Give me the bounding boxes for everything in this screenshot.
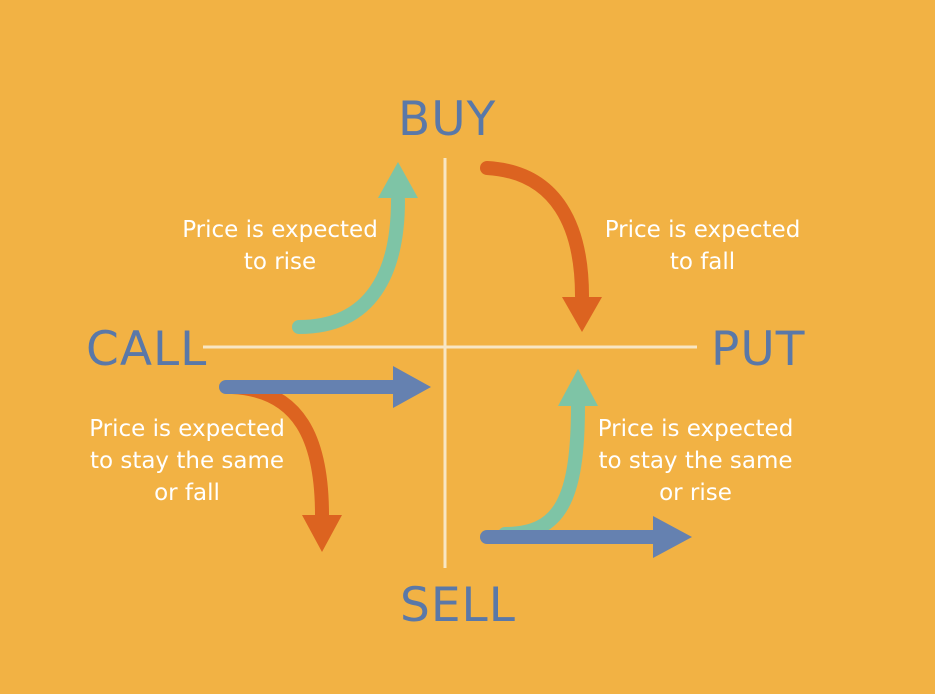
buy-put-fall-arrow-icon: [480, 161, 602, 332]
description-line: or rise: [659, 480, 732, 506]
sell-put-flat-arrow-icon: [480, 516, 692, 558]
axis-label-call: CALL: [86, 322, 208, 377]
axis-label-buy: BUY: [398, 92, 497, 147]
buy-call-description: Price is expected to rise: [180, 214, 380, 278]
sell-put-description: Price is expected to stay the same or ri…: [593, 413, 798, 509]
sell-put-rise-arrow-icon: [498, 369, 598, 541]
axis-label-sell: SELL: [400, 578, 516, 633]
sell-call-flat-arrow-icon: [219, 366, 431, 408]
description-line: Price is expected: [597, 416, 794, 442]
description-line: or fall: [154, 480, 220, 506]
description-line: to stay the same: [89, 448, 285, 474]
description-line: Price is expected: [89, 416, 285, 442]
axis-label-put: PUT: [711, 322, 806, 377]
description-line: Price is expected: [604, 217, 801, 243]
description-line: Price is expected: [182, 217, 378, 243]
sell-call-description: Price is expected to stay the same or fa…: [82, 413, 292, 509]
description-line: to stay the same: [598, 448, 793, 474]
buy-call-rise-arrow-icon: [292, 162, 418, 334]
buy-put-description: Price is expected to fall: [600, 214, 805, 278]
description-line: to fall: [669, 249, 736, 275]
description-line: to rise: [243, 249, 317, 275]
